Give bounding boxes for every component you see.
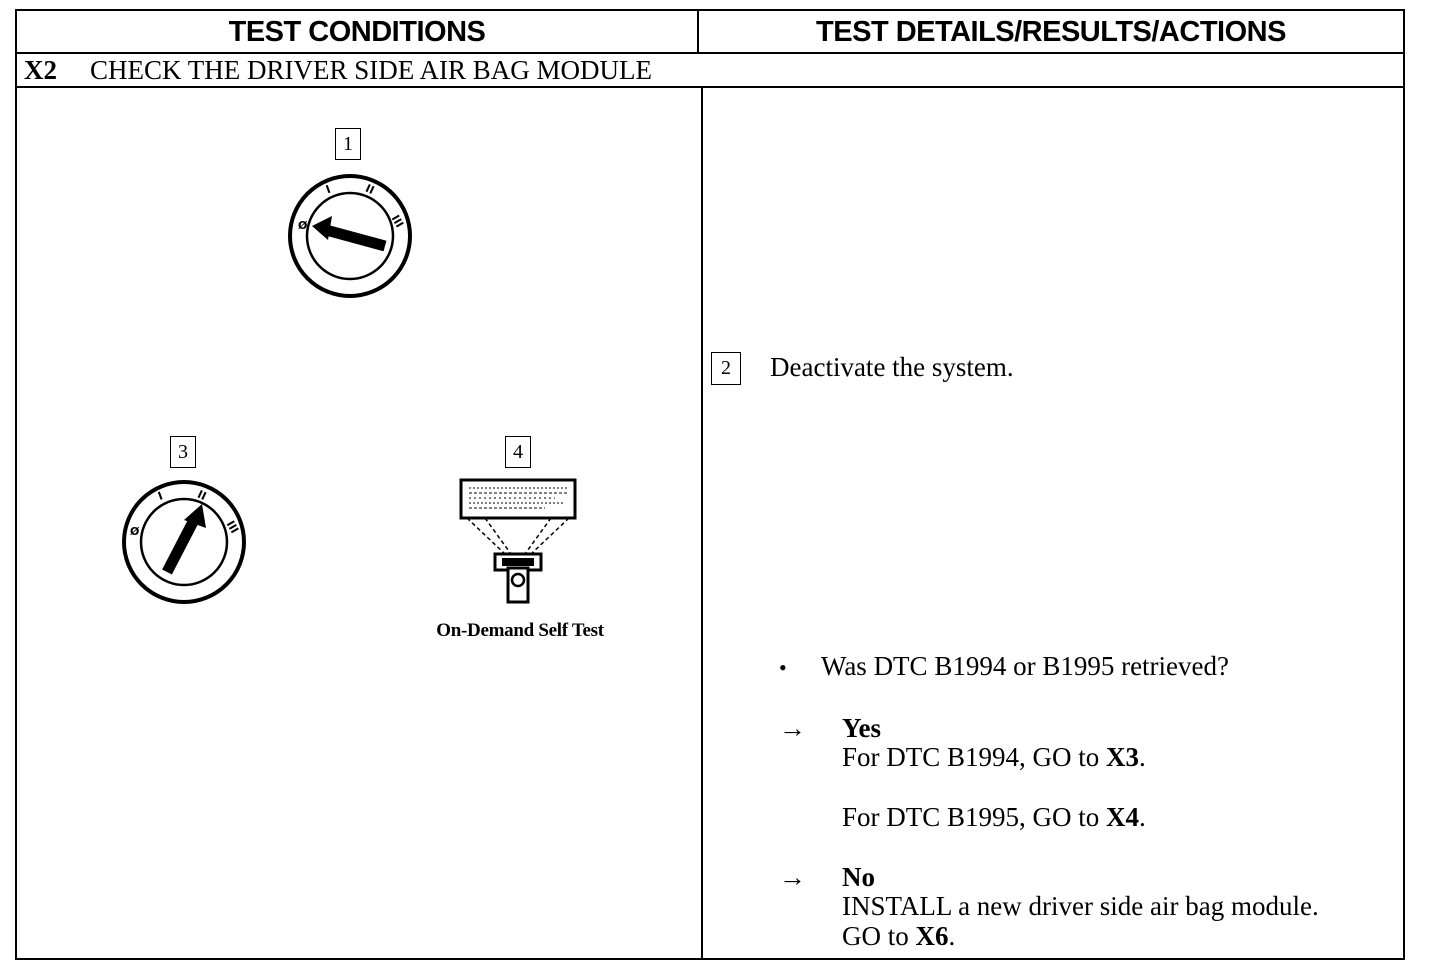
- no-action-1: INSTALL a new driver side air bag module…: [842, 891, 1319, 921]
- step-2-box: 2: [711, 352, 741, 385]
- svg-text:Ø: Ø: [130, 525, 140, 538]
- question-bullet: •: [779, 655, 787, 680]
- goto-x4-code: X4: [1106, 802, 1140, 832]
- goto-x3-code: X3: [1106, 742, 1140, 772]
- yes-action-2: For DTC B1995, GO to X4.: [842, 802, 1146, 832]
- header-test-conditions: TEST CONDITIONS: [228, 15, 486, 48]
- test-title-row: X2 CHECK THE DRIVER SIDE AIR BAG MODULE: [24, 53, 652, 87]
- step-3-box: 3: [170, 436, 196, 468]
- no-arrow-icon: →: [779, 862, 806, 892]
- test-code: X2: [24, 54, 57, 85]
- svg-text:III: III: [389, 213, 406, 230]
- yes-arrow-icon: →: [779, 713, 806, 743]
- test-table: [15, 9, 1405, 960]
- self-test-tester-icon: [459, 478, 577, 604]
- body-column-divider: [701, 87, 703, 960]
- title-divider: [15, 86, 1405, 88]
- step-4-box: 4: [505, 436, 531, 468]
- header-divider: [15, 52, 1405, 54]
- tester-caption: On-Demand Self Test: [436, 620, 604, 641]
- header-column-divider: [697, 9, 699, 54]
- question-text: Was DTC B1994 or B1995 retrieved?: [821, 651, 1229, 681]
- step-1-box: 1: [335, 128, 361, 160]
- yes-action-1: For DTC B1994, GO to X3.: [842, 742, 1146, 772]
- svg-text:III: III: [224, 519, 241, 536]
- ignition-off-icon: Ø I II III: [288, 174, 412, 298]
- step-2-text: Deactivate the system.: [770, 352, 1014, 382]
- svg-text:I: I: [156, 489, 164, 503]
- svg-text:I: I: [324, 183, 332, 197]
- test-title: CHECK THE DRIVER SIDE AIR BAG MODULE: [90, 54, 653, 85]
- yes-label: Yes: [842, 713, 881, 743]
- goto-x6-code: X6: [915, 921, 949, 951]
- svg-text:Ø: Ø: [298, 219, 308, 232]
- no-label: No: [842, 862, 875, 892]
- ignition-run-icon: Ø I II III: [122, 480, 246, 604]
- header-test-details: TEST DETAILS/RESULTS/ACTIONS: [816, 15, 1286, 48]
- no-action-2: GO to X6.: [842, 921, 956, 951]
